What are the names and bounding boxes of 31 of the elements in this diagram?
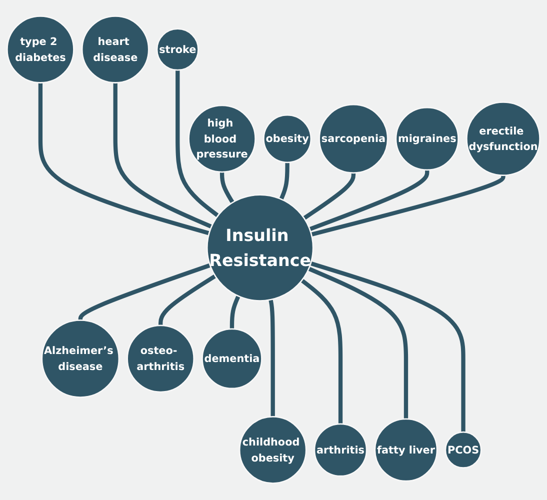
- connector: [302, 173, 356, 220]
- connector: [158, 274, 216, 326]
- connector: [268, 300, 275, 418]
- connector: [113, 82, 212, 229]
- node-circle: childhood obesity: [238, 416, 307, 484]
- connector: [310, 262, 466, 432]
- node-circle: PCOS: [444, 432, 482, 469]
- node-circle: sarcopenia: [318, 104, 388, 174]
- connector: [176, 70, 220, 218]
- connector: [78, 264, 211, 321]
- connector: [308, 170, 430, 232]
- connector: [300, 278, 343, 424]
- node-circle: dementia: [202, 328, 262, 390]
- node-circle: heart disease: [81, 16, 150, 84]
- node-circle: fatty liver: [374, 418, 438, 482]
- connector: [310, 175, 506, 237]
- node-circle: Insulin Resistance: [206, 194, 314, 302]
- node-circle: obesity: [262, 114, 312, 164]
- connector: [38, 82, 210, 236]
- node-circle: stroke: [156, 28, 199, 72]
- node-circle: arthritis: [314, 424, 368, 478]
- node-circle: type 2 diabetes: [6, 16, 74, 84]
- connector: [230, 296, 240, 330]
- node-circle: high blood pressure: [188, 105, 256, 174]
- connector: [308, 267, 408, 420]
- node-circle: Alzheimer’s disease: [41, 320, 120, 398]
- connector: [279, 162, 290, 200]
- connector: [220, 172, 234, 204]
- node-circle: osteo- arthritis: [126, 325, 195, 393]
- node-circle: migraines: [395, 107, 460, 171]
- node-circle: erectile dysfunction: [466, 102, 541, 176]
